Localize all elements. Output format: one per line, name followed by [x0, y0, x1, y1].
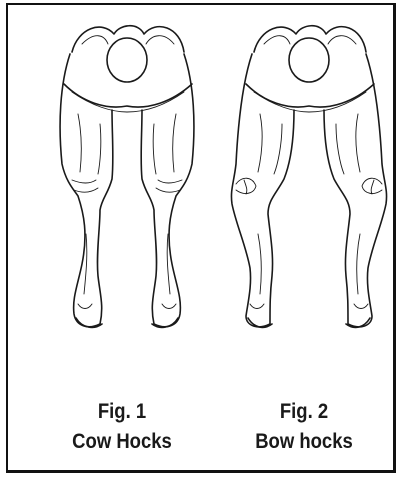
figure-1-title: Cow Hocks — [52, 427, 193, 457]
cow-hocks-illustration — [42, 14, 212, 334]
figure-2-title: Bow hocks — [234, 427, 375, 457]
figure-2-number: Fig. 2 — [234, 397, 375, 427]
bow-hocks-illustration — [224, 14, 394, 334]
figure-1-caption: Fig. 1 Cow Hocks — [52, 397, 193, 457]
figure-1-number: Fig. 1 — [52, 397, 193, 427]
figure-2-caption: Fig. 2 Bow hocks — [234, 397, 375, 457]
